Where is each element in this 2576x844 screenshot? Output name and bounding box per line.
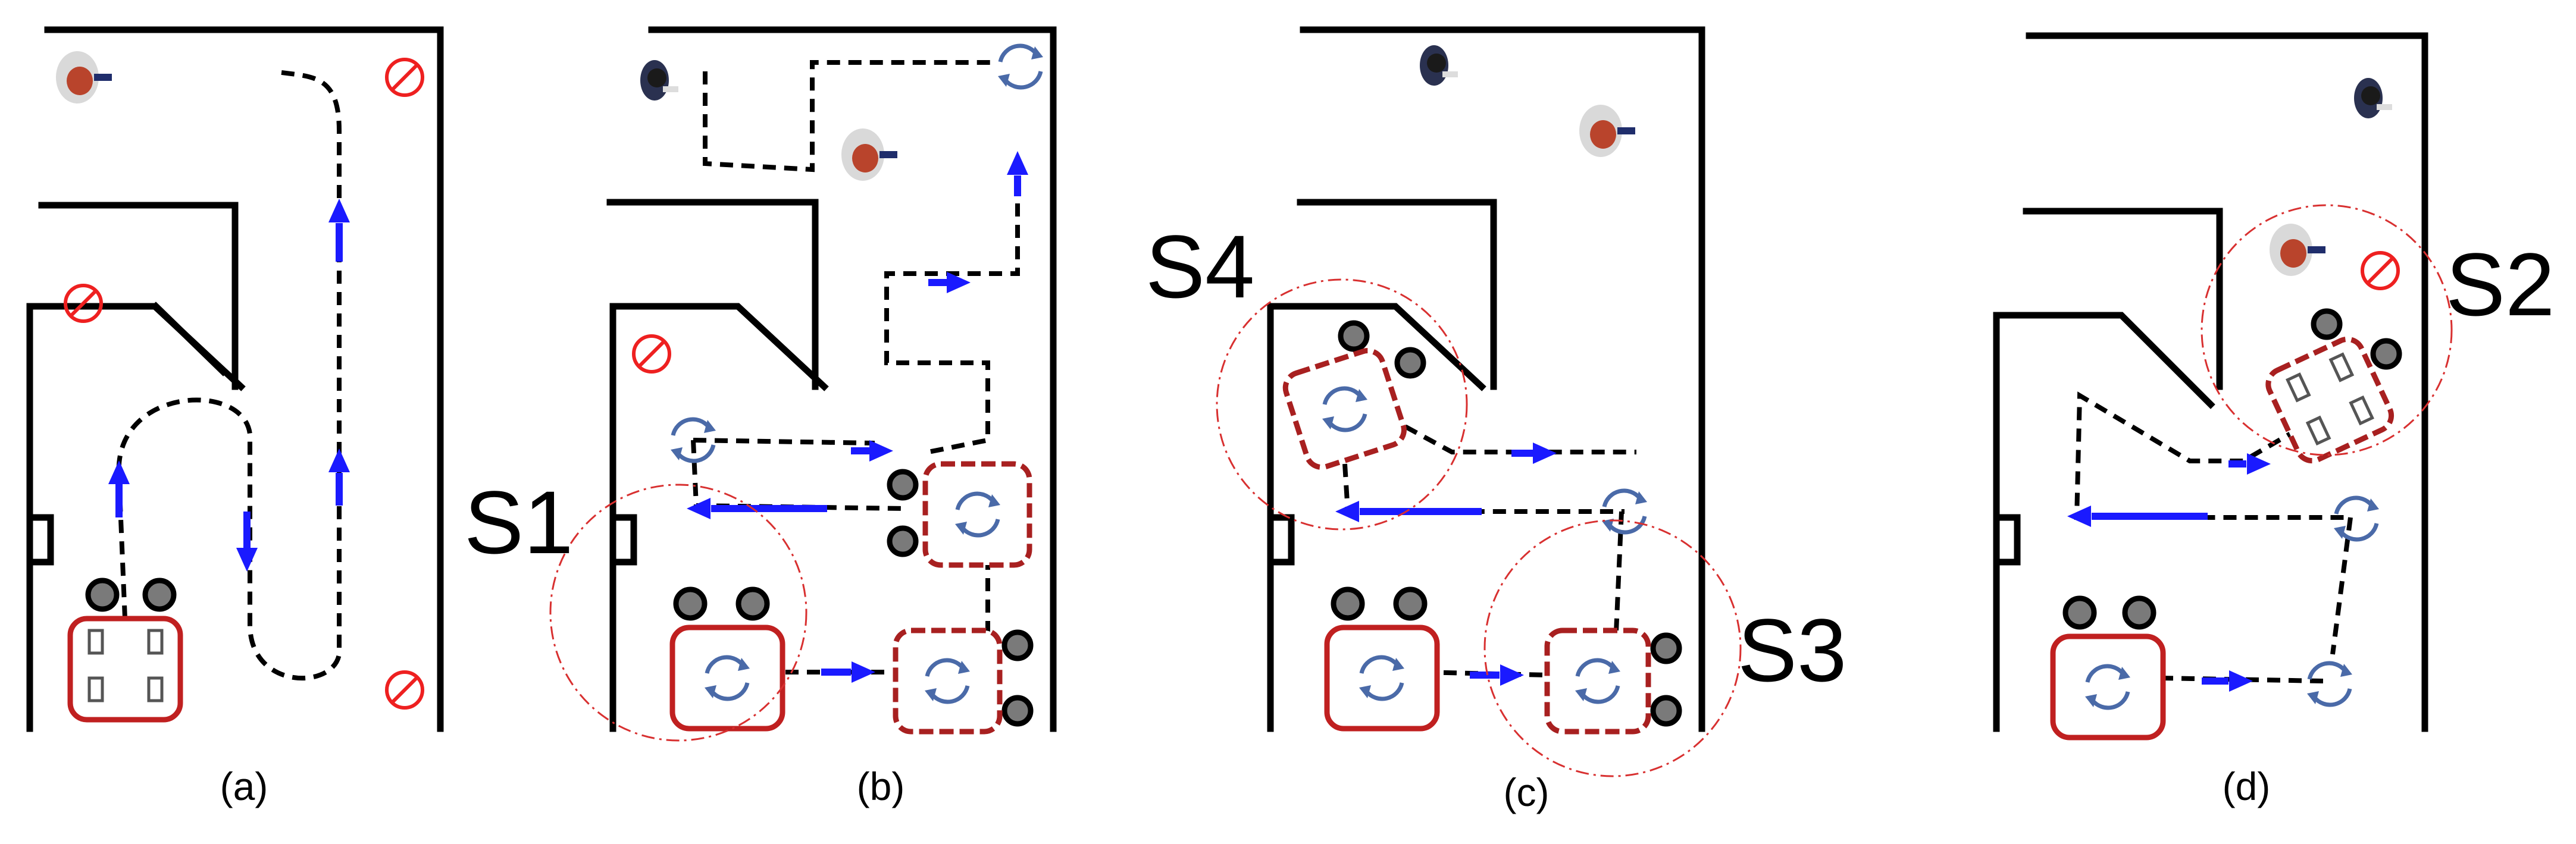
zone-label-s1: S1 <box>464 472 573 572</box>
panel-c: S4 S3 (c) <box>1145 26 1846 814</box>
panel-d: S2 (d) <box>1993 32 2555 808</box>
panel-a: (a) <box>26 26 444 808</box>
zone-label-s4: S4 <box>1145 217 1254 316</box>
sensing-zone-s2 <box>2201 204 2453 456</box>
robot-icon <box>669 586 785 732</box>
panel-b-caption: (b) <box>857 764 905 808</box>
robot-icon <box>1282 320 1426 470</box>
zone-label-s2: S2 <box>2446 234 2555 334</box>
robot-icon <box>67 578 183 723</box>
robot-icon <box>1324 586 1440 732</box>
panel-a-caption: (a) <box>220 764 268 808</box>
robot-icon <box>2265 308 2402 464</box>
robot-icon <box>1544 627 1682 735</box>
sensing-zone-s4 <box>1216 278 1468 531</box>
robot-icon <box>887 461 1032 568</box>
robot-icon <box>893 627 1034 735</box>
zone-label-s3: S3 <box>1738 600 1846 700</box>
panel-b: S1 (b) <box>464 26 1057 808</box>
robot-icon <box>2050 595 2166 741</box>
panel-c-caption: (c) <box>1504 770 1550 814</box>
panel-d-caption: (d) <box>2223 764 2271 808</box>
sensing-zone-s3 <box>1483 519 1742 777</box>
sensing-zone-s1 <box>549 484 807 742</box>
